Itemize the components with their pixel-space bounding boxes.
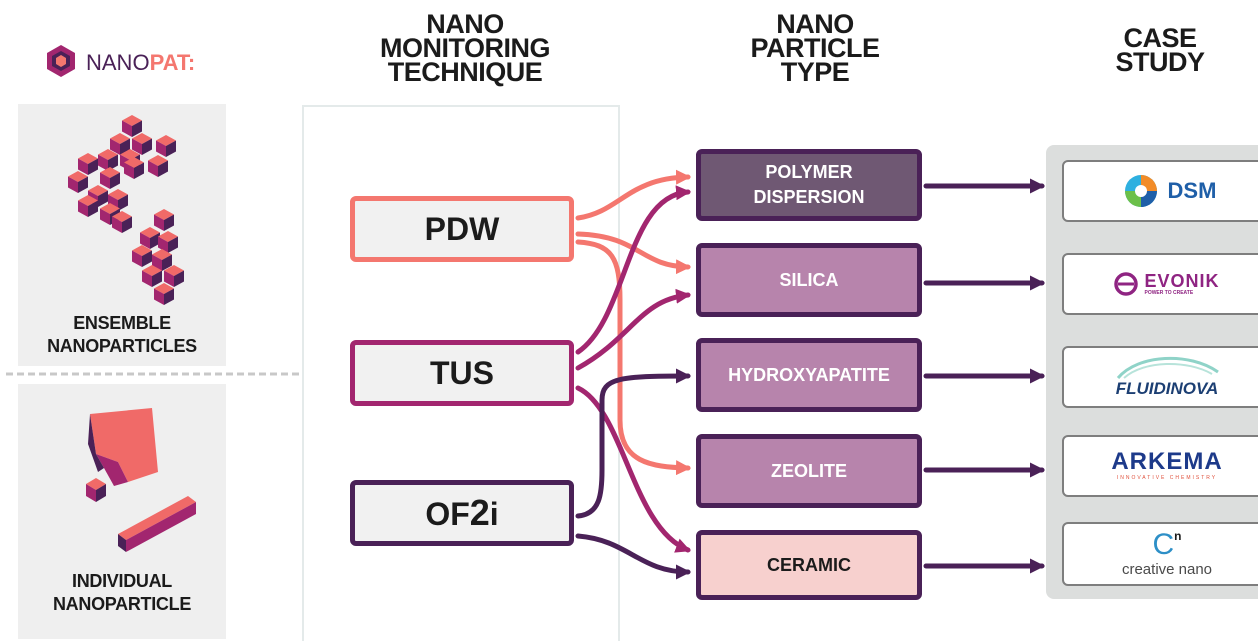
individual-panel: INDIVIDUAL NANOPARTICLE xyxy=(18,384,226,639)
ensemble-label-line1: ENSEMBLE xyxy=(73,313,171,333)
particle-ceramic: CERAMIC xyxy=(696,530,922,600)
connector-pdw-zeolite xyxy=(575,239,691,476)
individual-particles-icon xyxy=(86,408,196,552)
technique-tus-label: TUS xyxy=(430,354,494,391)
technique-of2i: OF2i xyxy=(350,480,574,546)
header-particle-line2: PARTICLE xyxy=(750,33,881,63)
header-particle-line1: NANO xyxy=(776,9,854,39)
fluidinova-logo-text: FLUIDINOVA xyxy=(1115,379,1219,398)
dsm-logo-icon xyxy=(1124,175,1157,207)
header-particle: NANO PARTICLE TYPE xyxy=(705,9,925,87)
particle-ceramic-label: CERAMIC xyxy=(767,554,851,575)
ensemble-label-line2: NANOPARTICLES xyxy=(47,336,197,356)
creative-nano-logo-icon: Cn xyxy=(1152,529,1181,561)
evonik-logo-text: EVONIK xyxy=(1144,270,1220,291)
nanopat-logo: NANOPAT: xyxy=(44,44,224,78)
brand-name: NANOPAT: xyxy=(86,50,195,76)
connector-tus-ceramic xyxy=(575,385,691,553)
technique-tus: TUS xyxy=(350,340,574,406)
individual-label: INDIVIDUAL NANOPARTICLE xyxy=(18,570,226,616)
particle-polymer-line1: POLYMER xyxy=(765,162,853,182)
connector-of2i-ceramic xyxy=(575,533,691,580)
header-case-line1: CASE xyxy=(1123,23,1197,53)
particle-silica: SILICA xyxy=(696,243,922,317)
ensemble-label: ENSEMBLE NANOPARTICLES xyxy=(18,312,226,358)
creative-nano-mark: C xyxy=(1152,528,1175,561)
creative-nano-logo-text: creative nano xyxy=(1121,561,1213,578)
particle-polymer-dispersion: POLYMER DISPERSION xyxy=(696,149,922,221)
evonik-tagline: POWER TO CREATE xyxy=(1144,289,1194,296)
header-technique: NANO MONITORING TECHNIQUE xyxy=(355,9,575,87)
particle-silica-label: SILICA xyxy=(779,269,839,290)
case-arkema: ARKEMA INNOVATIVE CHEMISTRY xyxy=(1062,435,1258,497)
nanopat-hexagon-icon xyxy=(47,45,75,77)
category-separator xyxy=(6,372,344,376)
connector-pdw-polymer xyxy=(575,169,691,221)
header-case: CASE STUDY xyxy=(1090,23,1230,77)
fluidinova-logo-icon xyxy=(1116,356,1219,380)
creative-nano-mark-sup: n xyxy=(1174,529,1182,543)
particle-hydroxyapatite: HYDROXYAPATITE xyxy=(696,338,922,412)
connector-tus-silica xyxy=(575,288,691,371)
individual-label-line2: NANOPARTICLE xyxy=(52,594,192,614)
particle-polymer-line2: DISPERSION xyxy=(753,187,865,207)
arkema-tagline: INNOVATIVE CHEMISTRY xyxy=(1116,475,1218,481)
case-creative-nano: Cn creative nano xyxy=(1062,522,1258,586)
particle-hydroxyapatite-label: HYDROXYAPATITE xyxy=(728,364,890,385)
header-technique-line1: NANO xyxy=(426,9,504,39)
technique-of2i-part2: 2 xyxy=(469,492,490,533)
particle-zeolite: ZEOLITE xyxy=(696,434,922,508)
technique-pdw-label: PDW xyxy=(424,210,500,247)
dsm-logo-text: DSM xyxy=(1167,178,1217,203)
technique-of2i-part3: i xyxy=(489,496,499,532)
individual-label-line1: INDIVIDUAL xyxy=(72,571,172,591)
case-dsm: DSM xyxy=(1062,160,1258,222)
case-fluidinova: FLUIDINOVA xyxy=(1062,346,1258,408)
header-technique-line2: MONITORING xyxy=(380,33,551,63)
brand-name-part2: PAT: xyxy=(149,50,196,75)
evonik-logo-icon xyxy=(1114,272,1139,296)
particle-zeolite-label: ZEOLITE xyxy=(771,460,847,481)
connector-of2i-hydroxyapatite xyxy=(575,368,691,519)
header-case-line2: STUDY xyxy=(1115,47,1205,77)
technique-of2i-part1: OF xyxy=(425,496,470,532)
technique-pdw: PDW xyxy=(350,196,574,262)
technique-of2i-label: OF2i xyxy=(425,492,498,534)
case-evonik: EVONIK POWER TO CREATE xyxy=(1062,253,1258,315)
arkema-logo-text: ARKEMA xyxy=(1111,448,1223,475)
header-particle-line3: TYPE xyxy=(780,57,850,87)
connector-tus-polymer xyxy=(575,185,691,355)
ensemble-panel: ENSEMBLE NANOPARTICLES xyxy=(18,104,226,366)
header-technique-line3: TECHNIQUE xyxy=(387,57,543,87)
brand-name-part1: NANO xyxy=(86,50,150,75)
connector-pdw-silica xyxy=(575,231,691,275)
